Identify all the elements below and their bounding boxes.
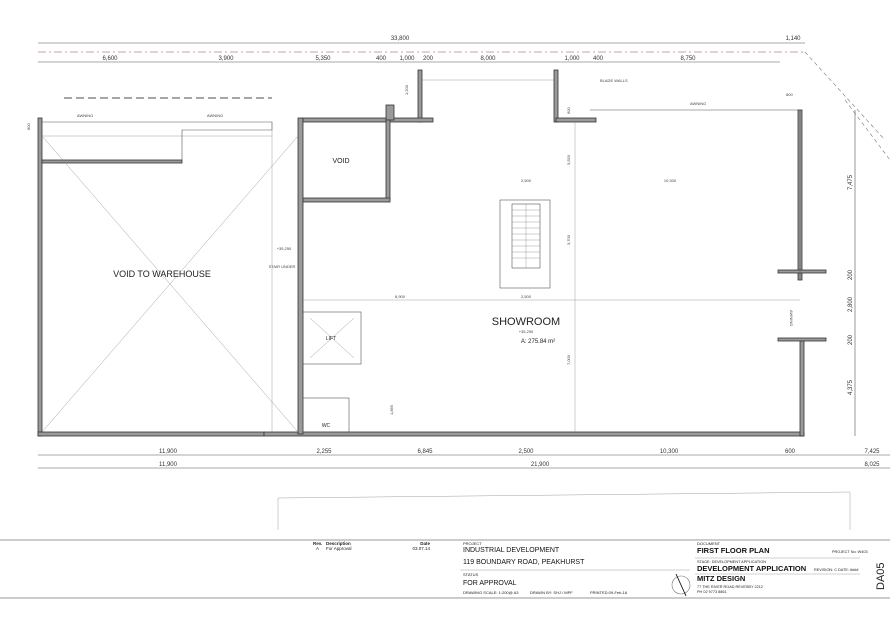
dim: 10,300 [660, 449, 679, 455]
dim: 8,900 [395, 294, 406, 299]
dim: 800 [786, 92, 793, 97]
room-void-warehouse: VOID TO WAREHOUSE [113, 269, 211, 279]
dim: 2,255 [316, 449, 332, 455]
drawn-by: DRAWN BY: SHJ / MPF [530, 590, 573, 595]
dim: 3,550 [566, 154, 571, 165]
room-showroom: SHOWROOM [492, 316, 560, 328]
status-value: FOR APPROVAL [463, 580, 517, 587]
dim: 4,375 [848, 379, 854, 395]
dim: 3,700 [566, 234, 571, 245]
stage-label: STAGE: DEVELOPMENT APPLICATION [697, 560, 766, 564]
dim: 1,000 [564, 56, 580, 62]
dim: 5,350 [315, 56, 331, 62]
stair-under-label: STAIR UNDER [269, 264, 296, 269]
awning-label: AWNING [77, 113, 93, 118]
firm-name: MITZ DESIGN [697, 574, 745, 583]
dim: 1,000 [399, 56, 415, 62]
dim: 10,300 [664, 178, 677, 183]
dim-overall: 33,800 [391, 36, 410, 42]
printed-date: PRINTED:09-Feb-16 [590, 590, 628, 595]
stage-value: DEVELOPMENT APPLICATION [697, 564, 806, 573]
project-label: PROJECT [463, 541, 482, 546]
revision-date: REVISION: C DATE: #### [814, 568, 859, 572]
sheet-number: DA05 [875, 562, 887, 590]
dim: 600 [566, 107, 571, 114]
rev-header: Rev. [313, 541, 322, 546]
desc-header: Description [326, 541, 351, 546]
dim: 8,750 [680, 56, 696, 62]
room-lift: LIFT [326, 336, 336, 342]
right-dimensions: 7,475 200 2,800 200 4,375 [848, 110, 856, 436]
rev-description: For Approval [326, 546, 352, 551]
dim: 7,475 [848, 174, 854, 190]
bottom-dimensions: 11,900 2,255 6,845 2,500 10,300 600 7,42… [38, 449, 890, 469]
stair-rl-label: +35,250 [277, 246, 292, 251]
dim: 1,200 [404, 84, 409, 95]
dim: 6,600 [102, 56, 118, 62]
showroom-area: A: 275.84 m² [521, 339, 555, 345]
dim: 8,025 [864, 462, 880, 468]
dim: 400 [376, 56, 387, 62]
dim: 2,500 [521, 294, 532, 299]
blade-walls-label: BLADE WALLS [600, 78, 628, 83]
showroom-rl: +35,250 [519, 329, 534, 334]
interior-dimensions: 2,500 10,300 3,550 3,700 8,900 2,500 7,0… [26, 84, 793, 415]
dim: 800 [26, 123, 31, 130]
document-label: DOCUMENT [697, 541, 721, 546]
building-walls [37, 69, 890, 437]
document-title: FIRST FLOOR PLAN [697, 546, 770, 555]
dim: 200 [423, 56, 434, 62]
site-boundary [277, 491, 851, 530]
dim-overhang: 1,140 [785, 36, 801, 42]
dim: 200 [848, 269, 854, 280]
dim: 1,865 [389, 404, 394, 415]
status-label: STATUS [463, 572, 479, 577]
north-arrow-icon [671, 573, 691, 597]
title-block: Rev. Description Date A For Approval 03.… [0, 539, 890, 599]
project-name: INDUSTRIAL DEVELOPMENT [463, 547, 560, 554]
room-void: VOID [332, 158, 349, 165]
project-address: 119 BOUNDARY ROAD, PEAKHURST [463, 559, 585, 566]
awning-label: AWNING [789, 310, 794, 326]
rev-date: 03.07.14 [412, 546, 430, 551]
dim: 8,000 [480, 56, 496, 62]
awning-label: AWNING [207, 113, 223, 118]
dim: 2,800 [848, 296, 854, 312]
top-dimensions: 33,800 1,140 6,600 3,900 5,350 400 1,000… [38, 36, 886, 141]
dim: 7,425 [864, 449, 880, 455]
firm-address: 77 THE RIVER ROAD REVESBY 2212 [697, 585, 763, 589]
dim: 600 [785, 449, 796, 455]
room-labels: VOID TO WAREHOUSE VOID STAIR UNDER +35,2… [77, 78, 794, 429]
date-header: Date [420, 541, 430, 546]
dim: 200 [848, 334, 854, 345]
dim: 7,000 [566, 354, 571, 365]
project-number: PROJECT No: W403 [832, 550, 868, 554]
firm-phone: PH 02 9773 8861 [697, 590, 727, 594]
dim: 11,900 [159, 462, 178, 468]
dim: 400 [593, 56, 604, 62]
dim: 2,500 [521, 178, 532, 183]
dim: 3,900 [218, 56, 234, 62]
awning-label: AWNING [690, 101, 706, 106]
drawing-scale: DRAWING SCALE: 1:200@ A3 [463, 590, 519, 595]
dim: 21,900 [531, 462, 550, 468]
room-wc: WC [322, 423, 331, 429]
dim: 11,900 [159, 449, 178, 455]
rev-value: A [316, 546, 319, 551]
dim: 6,845 [417, 449, 433, 455]
dim: 2,500 [518, 449, 534, 455]
